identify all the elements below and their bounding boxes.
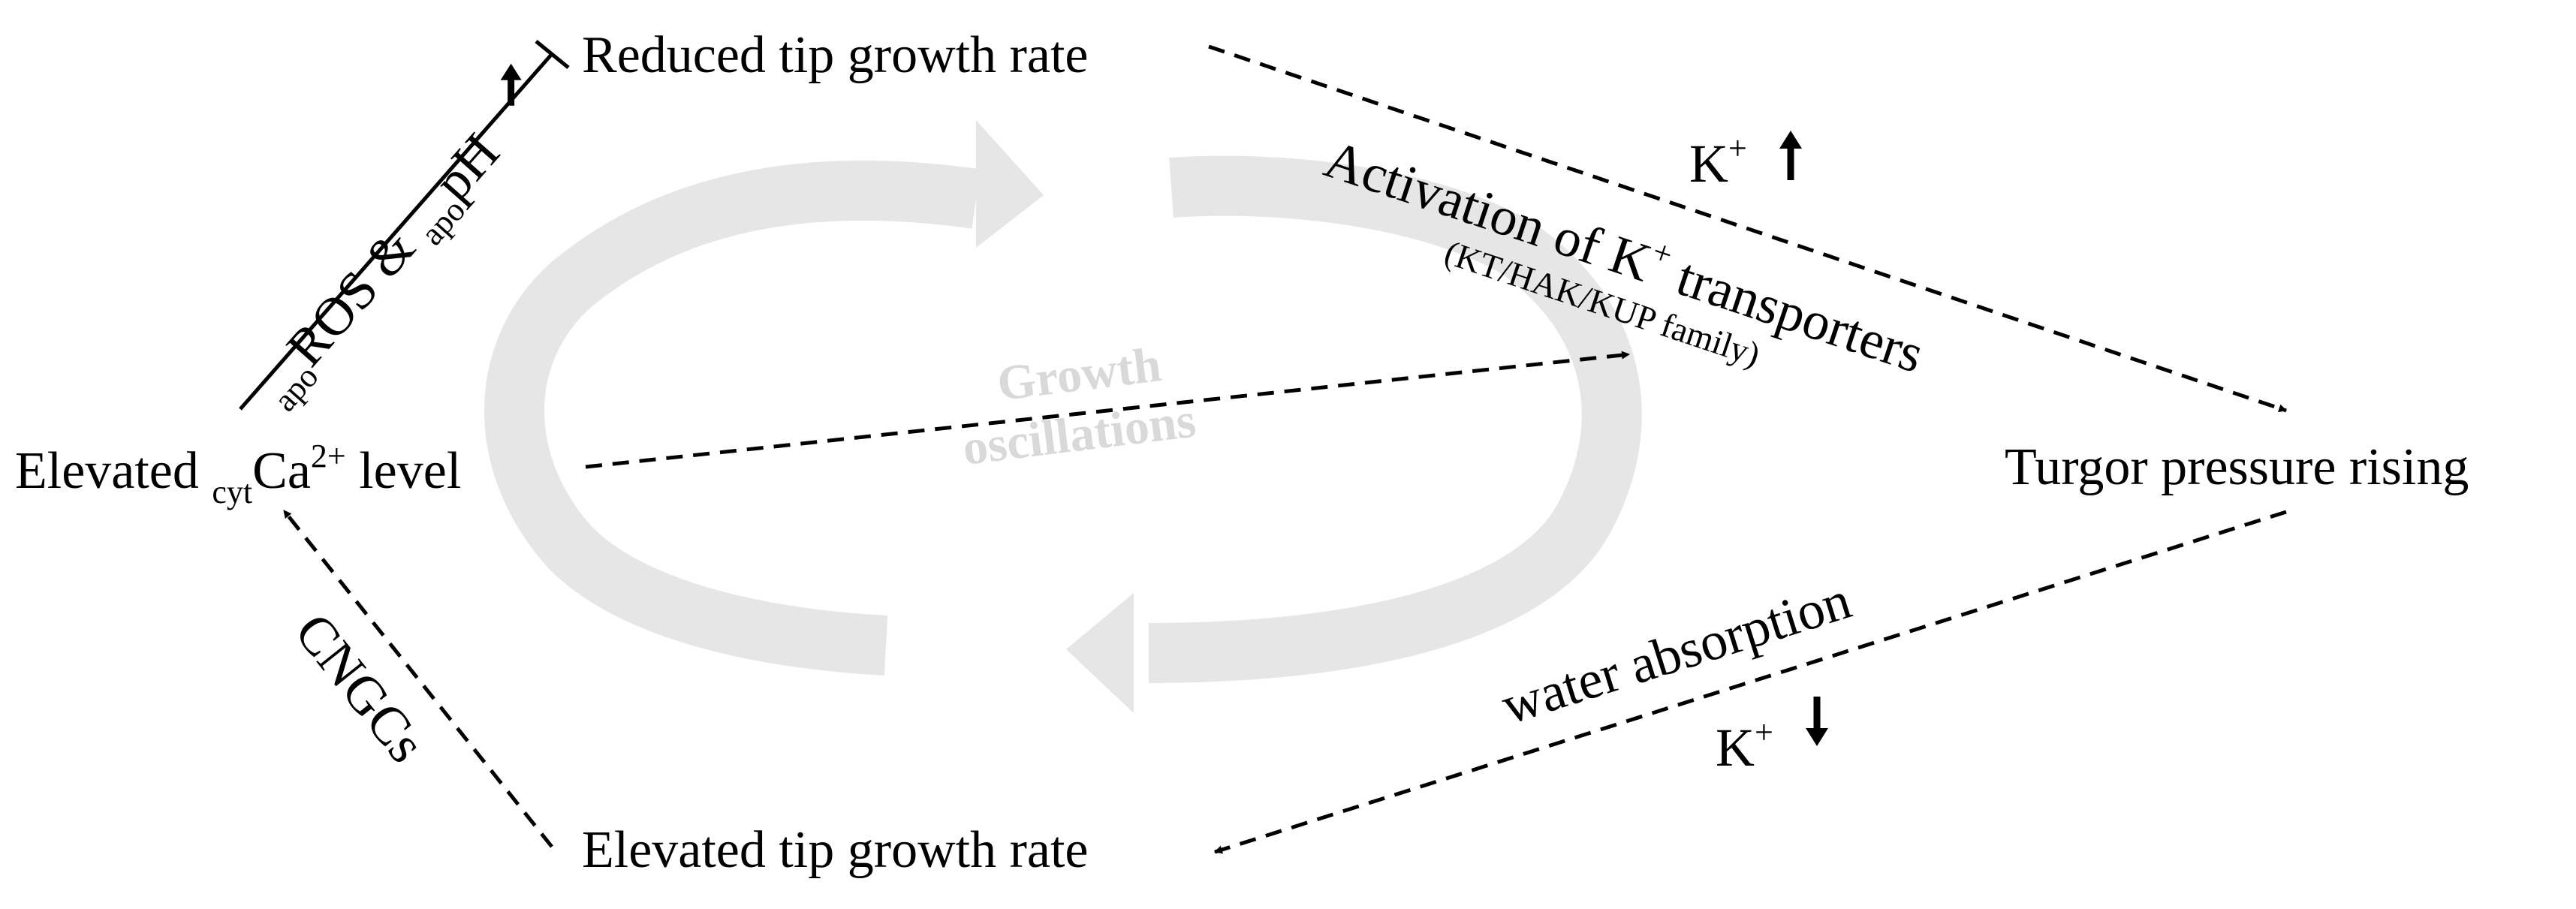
ca-suffix: level — [346, 442, 462, 500]
cycle-arc-bottom — [1148, 155, 1642, 683]
k-up-arrow-icon — [1779, 131, 1802, 180]
activation-suffix: transporters — [1657, 242, 1931, 384]
k-down-text: K — [1716, 718, 1755, 778]
cycle-arrow — [484, 155, 1642, 683]
ca-main: Ca — [252, 442, 311, 500]
inhibition-bar — [535, 40, 570, 69]
edge-turgor-to-elevated-tip — [1213, 510, 2287, 854]
cycle-arrowhead-bottom — [1066, 593, 1134, 713]
cycle-arc-top — [484, 160, 981, 676]
inhibition-line — [239, 53, 553, 411]
k-down-sup: + — [1755, 714, 1773, 751]
ros-ph-up-arrow-icon — [500, 63, 522, 106]
ros-ph-label: apoROS & apopH — [243, 122, 517, 419]
node-reduced-tip-growth: Reduced tip growth rate — [582, 26, 1089, 84]
ros-text: ROS & — [275, 207, 435, 378]
node-elevated-ca-level: Elevated cytCa2+ level — [15, 438, 461, 510]
cngcs-label: CNGCs — [283, 602, 437, 773]
k-down-arrow-icon — [1806, 697, 1828, 746]
node-turgor-pressure: Turgor pressure rising — [2005, 438, 2469, 496]
ca-sub: cyt — [212, 474, 252, 510]
k-down-label: K+ — [1716, 714, 1773, 778]
k-up-text: K — [1689, 134, 1728, 194]
edge-elevated-tip-to-ca — [282, 509, 553, 848]
node-elevated-tip-growth: Elevated tip growth rate — [582, 821, 1088, 879]
ca-prefix: Elevated — [15, 442, 212, 500]
ph-text: pH — [422, 122, 511, 212]
edge-reduced-to-turgor — [1208, 44, 2288, 413]
cycle-arrowhead-top — [976, 120, 1044, 248]
k-up-sup: + — [1728, 130, 1747, 167]
ca-sup: 2+ — [311, 438, 346, 474]
k-up-label: K+ — [1689, 130, 1747, 194]
edge-ca-to-activation — [585, 351, 1631, 469]
cngcs-label-group: CNGCs — [283, 602, 437, 773]
